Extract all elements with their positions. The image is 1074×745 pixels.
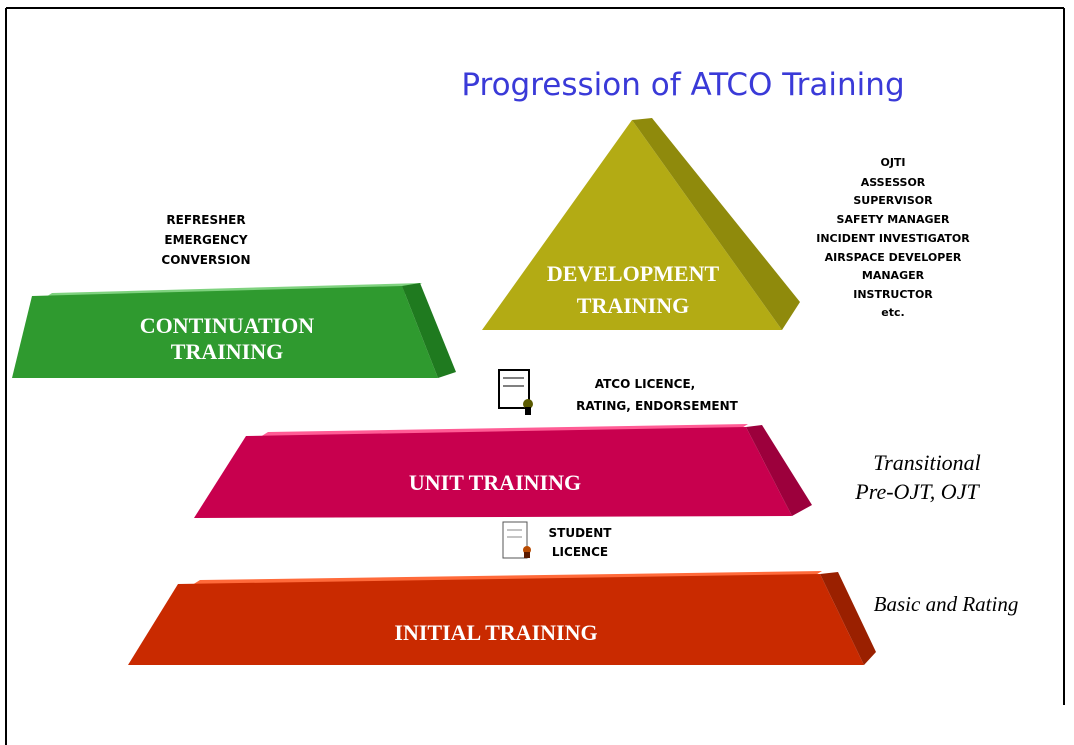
role-supervisor: SUPERVISOR (853, 194, 933, 207)
unit-note-line1: Transitional (873, 450, 981, 475)
development-training-block: DEVELOPMENT TRAINING (482, 118, 800, 330)
initial-training-label: INITIAL TRAINING (394, 620, 597, 645)
role-ojti: OJTI (880, 156, 905, 169)
development-pyramid-side (632, 118, 800, 330)
unit-training-block: UNIT TRAINING (194, 424, 812, 518)
unit-block-front (194, 427, 792, 518)
continuation-block-front (12, 286, 438, 378)
continuation-label-line2: TRAINING (171, 339, 283, 364)
continuation-item-conversion: CONVERSION (161, 253, 250, 267)
development-label-line2: TRAINING (577, 293, 689, 318)
role-assessor: ASSESSOR (861, 176, 926, 189)
role-safety-manager: SAFETY MANAGER (837, 213, 950, 226)
role-airspace-developer: AIRSPACE DEVELOPER (825, 251, 962, 264)
student-licence-line1: STUDENT (549, 526, 613, 540)
continuation-item-emergency: EMERGENCY (164, 233, 247, 247)
continuation-block-side (402, 283, 456, 378)
initial-note-line1: Basic and Rating (874, 592, 1019, 616)
development-roles-list: OJTI ASSESSOR SUPERVISOR SAFETY MANAGER … (816, 156, 970, 319)
role-instructor: INSTRUCTOR (853, 288, 933, 301)
student-licence-line2: LICENCE (552, 545, 608, 559)
development-label-line1: DEVELOPMENT (547, 261, 720, 286)
atco-licence-certificate-icon (498, 369, 533, 415)
role-etc: etc. (881, 306, 904, 319)
initial-block-front (128, 574, 864, 665)
unit-note-line2: Pre-OJT, OJT (854, 479, 980, 504)
unit-block-side (746, 425, 812, 516)
continuation-items-list: REFRESHER EMERGENCY CONVERSION (161, 213, 250, 267)
atco-licence-line2: RATING, ENDORSEMENT (576, 399, 739, 413)
atco-licence-line1: ATCO LICENCE, (595, 377, 695, 391)
unit-training-label: UNIT TRAINING (409, 470, 581, 495)
continuation-item-refresher: REFRESHER (166, 213, 245, 227)
role-manager: MANAGER (862, 269, 925, 282)
continuation-label-line1: CONTINUATION (140, 313, 315, 338)
initial-block-side (820, 572, 876, 665)
initial-training-block: INITIAL TRAINING (128, 571, 876, 665)
role-incident-investigator: INCIDENT INVESTIGATOR (816, 232, 970, 245)
development-pyramid-front (482, 120, 782, 330)
continuation-training-block: CONTINUATION TRAINING (12, 283, 456, 378)
diagram-title: Progression of ATCO Training (461, 67, 904, 103)
student-licence-certificate-icon (502, 521, 531, 559)
